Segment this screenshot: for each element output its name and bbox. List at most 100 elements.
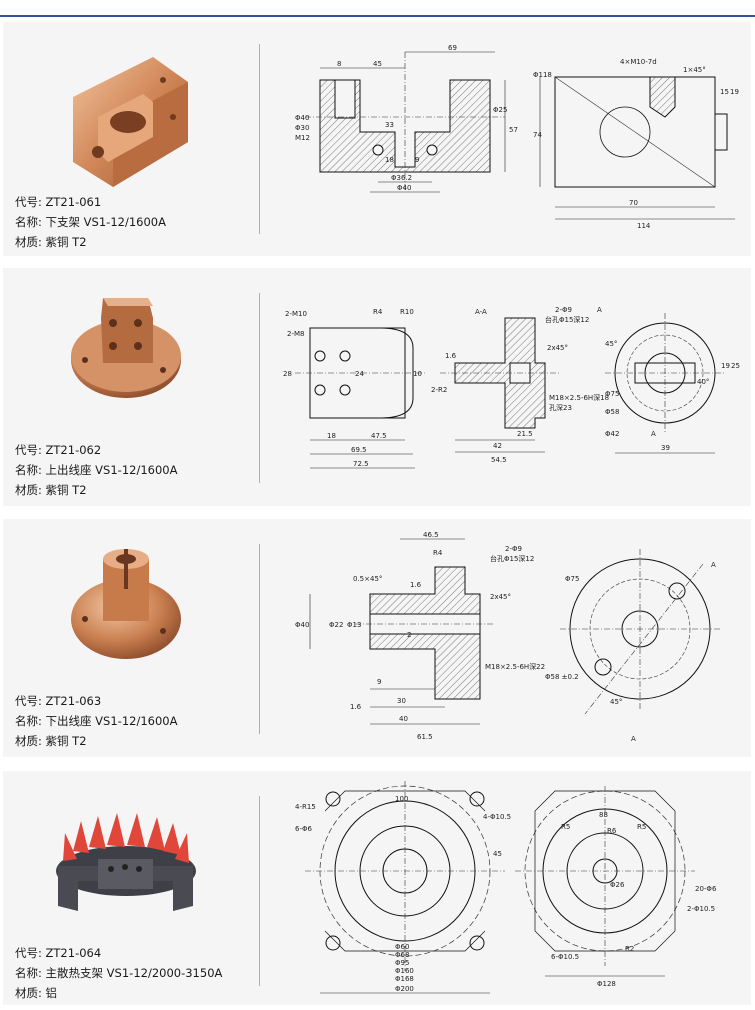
dim-label: 台孔Φ15深12 bbox=[490, 554, 534, 563]
dim-label: M18×2.5-6H深22 bbox=[485, 662, 545, 671]
dim-label: M12 bbox=[295, 134, 310, 142]
dim-label: 0.5×45° bbox=[353, 575, 382, 583]
dim-label: Φ26 bbox=[610, 881, 625, 889]
dim-label: 4-Φ10.5 bbox=[483, 813, 511, 821]
dim-label: 100 bbox=[395, 795, 408, 803]
dim-label: Φ60 bbox=[395, 943, 409, 951]
dim-label: M18×2.5-6H深18 bbox=[549, 393, 609, 402]
dim-label: 25 bbox=[731, 362, 740, 370]
dim-label: 69 bbox=[448, 44, 457, 52]
dim-label: 46.5 bbox=[423, 531, 439, 539]
dim-label: Φ40 bbox=[295, 621, 309, 629]
dim-label: Φ36.2 bbox=[391, 174, 412, 182]
dim-label: Φ200 bbox=[395, 985, 414, 993]
dim-label: 6-Φ6 bbox=[295, 825, 312, 833]
dim-label: Φ25 bbox=[493, 106, 507, 114]
dim-label: 18 bbox=[327, 432, 336, 440]
technical-drawing-3: 46.5 R4 2-Φ9 台孔Φ15深12 0.5×45° 1.6 2x45° … bbox=[265, 519, 751, 757]
dim-label: A-A bbox=[475, 308, 487, 316]
dim-label: R10 bbox=[400, 308, 414, 316]
dim-label: Φ75 bbox=[605, 390, 619, 398]
dim-label: 72.5 bbox=[353, 460, 369, 468]
dim-label: Φ95 bbox=[395, 959, 409, 967]
dim-label: 台孔Φ15深12 bbox=[545, 315, 589, 324]
dim-label: 40° bbox=[697, 378, 709, 386]
part-code: 代号: ZT21-061 bbox=[15, 195, 102, 209]
dim-label: 30 bbox=[397, 697, 406, 705]
dim-label: 21.5 bbox=[517, 430, 533, 438]
part-card-2: 代号: ZT21-062 名称: 上出线座 VS1-12/1600A 材质: 紫… bbox=[3, 268, 751, 506]
dim-label: 1.6 bbox=[445, 352, 457, 360]
dim-label: 9 bbox=[377, 678, 381, 686]
dim-label: 1×45° bbox=[683, 66, 706, 74]
part-material: 材质: 紫铜 T2 bbox=[15, 483, 87, 497]
dim-label: 57 bbox=[509, 126, 518, 134]
divider bbox=[259, 293, 260, 483]
dim-label: Φ40 bbox=[295, 114, 309, 122]
dim-label: A bbox=[631, 735, 636, 743]
dim-label: R6 bbox=[607, 827, 617, 835]
dim-label: 54.5 bbox=[491, 456, 507, 464]
divider bbox=[259, 796, 260, 986]
part-name: 名称: 下出线座 VS1-12/1600A bbox=[15, 714, 178, 728]
dim-label: 39 bbox=[661, 444, 670, 452]
dim-label: 2x45° bbox=[490, 593, 511, 601]
dim-label: 19 bbox=[721, 362, 730, 370]
dim-label: Φ13 bbox=[347, 621, 361, 629]
dim-label: Φ128 bbox=[597, 980, 616, 988]
part-card-1: 代号: ZT21-061 名称: 下支架 VS1-12/1600A 材质: 紫铜… bbox=[3, 22, 751, 256]
dim-label: Φ168 bbox=[395, 975, 414, 983]
dim-label: 24 bbox=[355, 370, 364, 378]
dim-label: 18 bbox=[385, 156, 394, 164]
dim-label: 10 bbox=[413, 370, 422, 378]
dim-label: 47.5 bbox=[371, 432, 387, 440]
dim-label: 42 bbox=[493, 442, 502, 450]
part-name: 名称: 下支架 VS1-12/1600A bbox=[15, 215, 166, 229]
technical-drawing-4: 4-R15 100 4-Φ10.5 6-Φ6 45 Φ60 Φ68 Φ95 Φ1… bbox=[265, 771, 751, 1005]
dim-label: 9 bbox=[415, 156, 419, 164]
part-material: 材质: 紫铜 T2 bbox=[15, 734, 87, 748]
dim-label: 2-M8 bbox=[287, 330, 304, 338]
part-name: 名称: 主散热支架 VS1-12/2000-3150A bbox=[15, 966, 223, 980]
dim-label: 69.5 bbox=[351, 446, 367, 454]
dim-label: 20-Φ6 bbox=[695, 885, 717, 893]
dim-label: Φ68 bbox=[395, 951, 409, 959]
dim-label: 2-Φ9 bbox=[555, 306, 572, 314]
dim-label: A bbox=[651, 430, 656, 438]
dim-label: Φ22 bbox=[329, 621, 343, 629]
dim-label: R5 bbox=[637, 823, 646, 831]
dim-label: 2 bbox=[407, 631, 411, 639]
dim-label: 70 bbox=[629, 199, 638, 207]
dim-label: 28 bbox=[283, 370, 292, 378]
dim-label: 40 bbox=[399, 715, 408, 723]
top-rule bbox=[0, 15, 755, 17]
dim-label: 8 bbox=[337, 60, 341, 68]
dim-label: 6-Φ10.5 bbox=[551, 953, 579, 961]
dim-label: A bbox=[711, 561, 716, 569]
dim-label: 114 bbox=[637, 222, 651, 230]
divider bbox=[259, 544, 260, 734]
divider bbox=[259, 44, 260, 234]
dim-label: 33 bbox=[385, 121, 394, 129]
dim-label: 15 bbox=[720, 88, 729, 96]
dim-label: 1.6 bbox=[350, 703, 362, 711]
dim-label: Φ75 bbox=[565, 575, 579, 583]
dim-label: 2-M10 bbox=[285, 310, 307, 318]
dim-label: Φ58 ±0.2 bbox=[545, 673, 579, 681]
dim-label: Φ58 bbox=[605, 408, 619, 416]
dim-label: Φ118 bbox=[533, 71, 552, 79]
dim-label: 4×M10-7d bbox=[620, 58, 657, 66]
dim-label: R4 bbox=[373, 308, 383, 316]
part-code: 代号: ZT21-063 bbox=[15, 694, 102, 708]
dim-label: 45 bbox=[493, 850, 502, 858]
part-card-4: 代号: ZT21-064 名称: 主散热支架 VS1-12/2000-3150A… bbox=[3, 771, 751, 1005]
part-name: 名称: 上出线座 VS1-12/1600A bbox=[15, 463, 178, 477]
dim-label: R5 bbox=[561, 823, 570, 831]
dim-label: 45° bbox=[610, 698, 622, 706]
dim-label: 61.5 bbox=[417, 733, 433, 741]
technical-drawing-2: 2-M10 2-M8 R4 R10 28 24 18 47.5 69.5 72.… bbox=[265, 268, 751, 506]
part-card-3: 代号: ZT21-063 名称: 下出线座 VS1-12/1600A 材质: 紫… bbox=[3, 519, 751, 757]
part-code: 代号: ZT21-062 bbox=[15, 443, 102, 457]
dim-label: Φ40 bbox=[397, 184, 411, 192]
dim-label: 1.6 bbox=[410, 581, 422, 589]
